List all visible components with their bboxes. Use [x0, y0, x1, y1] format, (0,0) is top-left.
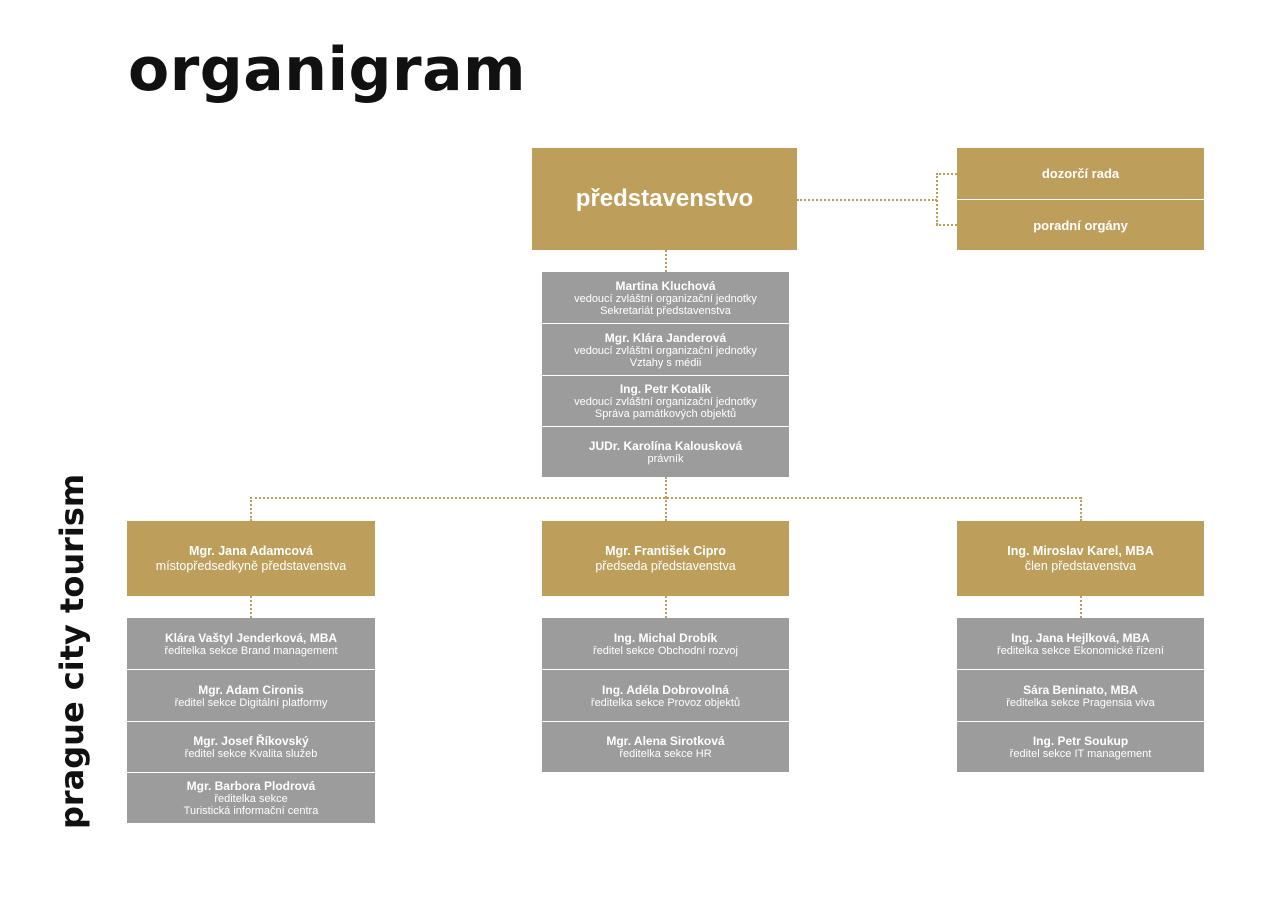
person-name: Mgr. Josef Říkovský [193, 734, 309, 748]
connector-side-bottom [936, 224, 957, 226]
leader-box-chair: Mgr. František Cipro předseda představen… [542, 521, 789, 596]
person-role: ředitel sekce Kvalita služeb [184, 748, 318, 760]
leader-role: místopředsedkyně představenstva [155, 558, 347, 573]
connector-bus-center [665, 497, 667, 521]
person-unit: Turistická informační centra [183, 805, 319, 817]
connector-board-to-staff [665, 250, 667, 272]
staff-unit: Martina Kluchová vedoucí zvláštní organi… [542, 272, 789, 323]
leader-box-member: Ing. Miroslav Karel, MBA člen představen… [957, 521, 1204, 596]
person-name: Ing. Jana Hejlková, MBA [1011, 630, 1150, 645]
board-box: představenstvo [532, 148, 797, 250]
connector-bus-right [1080, 497, 1082, 521]
connector-side-top [936, 173, 957, 175]
person-role: vedoucí zvláštní organizační jednotky [574, 396, 757, 408]
connector-side-bracket [936, 173, 938, 225]
person-role: ředitel sekce IT management [1009, 748, 1152, 760]
person-name: Ing. Petr Kotalík [619, 382, 712, 396]
section-head: Ing. Petr Soukup ředitel sekce IT manage… [957, 721, 1204, 772]
person-role: ředitelka sekce Pragensia viva [1006, 696, 1155, 709]
leader-name: Mgr. František Cipro [605, 543, 726, 558]
person-unit: Správa památkových objektů [594, 408, 737, 420]
person-name: Ing. Adéla Dobrovolná [602, 682, 729, 697]
section-head: Mgr. Adam Cironis ředitel sekce Digitáln… [127, 669, 375, 721]
side-body-label: dozorčí rada [1041, 166, 1120, 181]
leader-name: Mgr. Jana Adamcová [189, 543, 313, 558]
board-label: představenstvo [575, 185, 754, 212]
section-head: Mgr. Alena Sirotková ředitelka sekce HR [542, 721, 789, 772]
section-head: Sára Beninato, MBA ředitelka sekce Prage… [957, 669, 1204, 721]
section-head: Ing. Michal Drobík ředitel sekce Obchodn… [542, 618, 789, 669]
person-name: Martina Kluchová [615, 278, 716, 293]
person-role: ředitel sekce Obchodní rozvoj [593, 644, 738, 657]
person-unit: Vztahy s médii [629, 356, 702, 369]
person-name: JUDr. Karolína Kalousková [588, 439, 743, 453]
person-name: Sára Beninato, MBA [1023, 682, 1138, 697]
leader-box-vice-chair: Mgr. Jana Adamcová místopředsedkyně před… [127, 521, 375, 596]
person-role: ředitelka sekce Ekonomické řízení [997, 644, 1164, 657]
connector-leader-center [665, 596, 667, 618]
connector-leader-left [250, 596, 252, 618]
person-name: Mgr. Alena Sirotková [606, 734, 725, 748]
person-unit: Sekretariát představenstva [600, 304, 731, 317]
leader-name: Ing. Miroslav Karel, MBA [1007, 543, 1154, 558]
person-name: Ing. Michal Drobík [613, 630, 718, 645]
section-head: Mgr. Josef Říkovský ředitel sekce Kvalit… [127, 721, 375, 772]
person-role: vedoucí zvláštní organizační jednotky [574, 292, 757, 305]
leader-role: člen představenstva [1024, 558, 1137, 573]
connector-board-to-side [797, 199, 937, 201]
connector-leader-right [1080, 596, 1082, 618]
section-head: Klára Vaštyl Jenderková, MBA ředitelka s… [127, 618, 375, 669]
brand-wordmark: prague city tourism [53, 473, 91, 829]
staff-unit: Ing. Petr Kotalík vedoucí zvláštní organ… [542, 375, 789, 426]
connector-staff-to-bus [665, 477, 667, 498]
section-head: Mgr. Barbora Plodrová ředitelka sekce Tu… [127, 772, 375, 823]
staff-unit: Mgr. Klára Janderová vedoucí zvláštní or… [542, 323, 789, 375]
page-title: organigram [128, 35, 527, 105]
staff-unit: JUDr. Karolína Kalousková právník [542, 426, 789, 477]
side-body-label: poradní orgány [1033, 217, 1128, 233]
person-name: Ing. Petr Soukup [1032, 734, 1129, 748]
section-head: Ing. Jana Hejlková, MBA ředitelka sekce … [957, 618, 1204, 669]
person-role: ředitelka sekce Brand management [164, 644, 338, 657]
person-name: Klára Vaštyl Jenderková, MBA [164, 630, 338, 645]
person-role: ředitelka sekce Provoz objektů [590, 696, 741, 709]
person-role: právník [647, 453, 684, 465]
person-role: ředitelka sekce [214, 793, 288, 805]
person-role: ředitel sekce Digitální platformy [174, 696, 328, 709]
connector-bus-left [250, 497, 252, 521]
person-name: Mgr. Adam Cironis [198, 682, 304, 697]
section-head: Ing. Adéla Dobrovolná ředitelka sekce Pr… [542, 669, 789, 721]
side-body-supervisory-board: dozorčí rada [957, 148, 1204, 199]
person-role: ředitelka sekce HR [619, 748, 712, 760]
person-role: vedoucí zvláštní organizační jednotky [574, 344, 757, 357]
person-name: Mgr. Klára Janderová [604, 330, 727, 345]
side-body-advisory-bodies: poradní orgány [957, 199, 1204, 250]
leader-role: předseda představenstva [595, 558, 736, 573]
person-name: Mgr. Barbora Plodrová [186, 779, 316, 793]
